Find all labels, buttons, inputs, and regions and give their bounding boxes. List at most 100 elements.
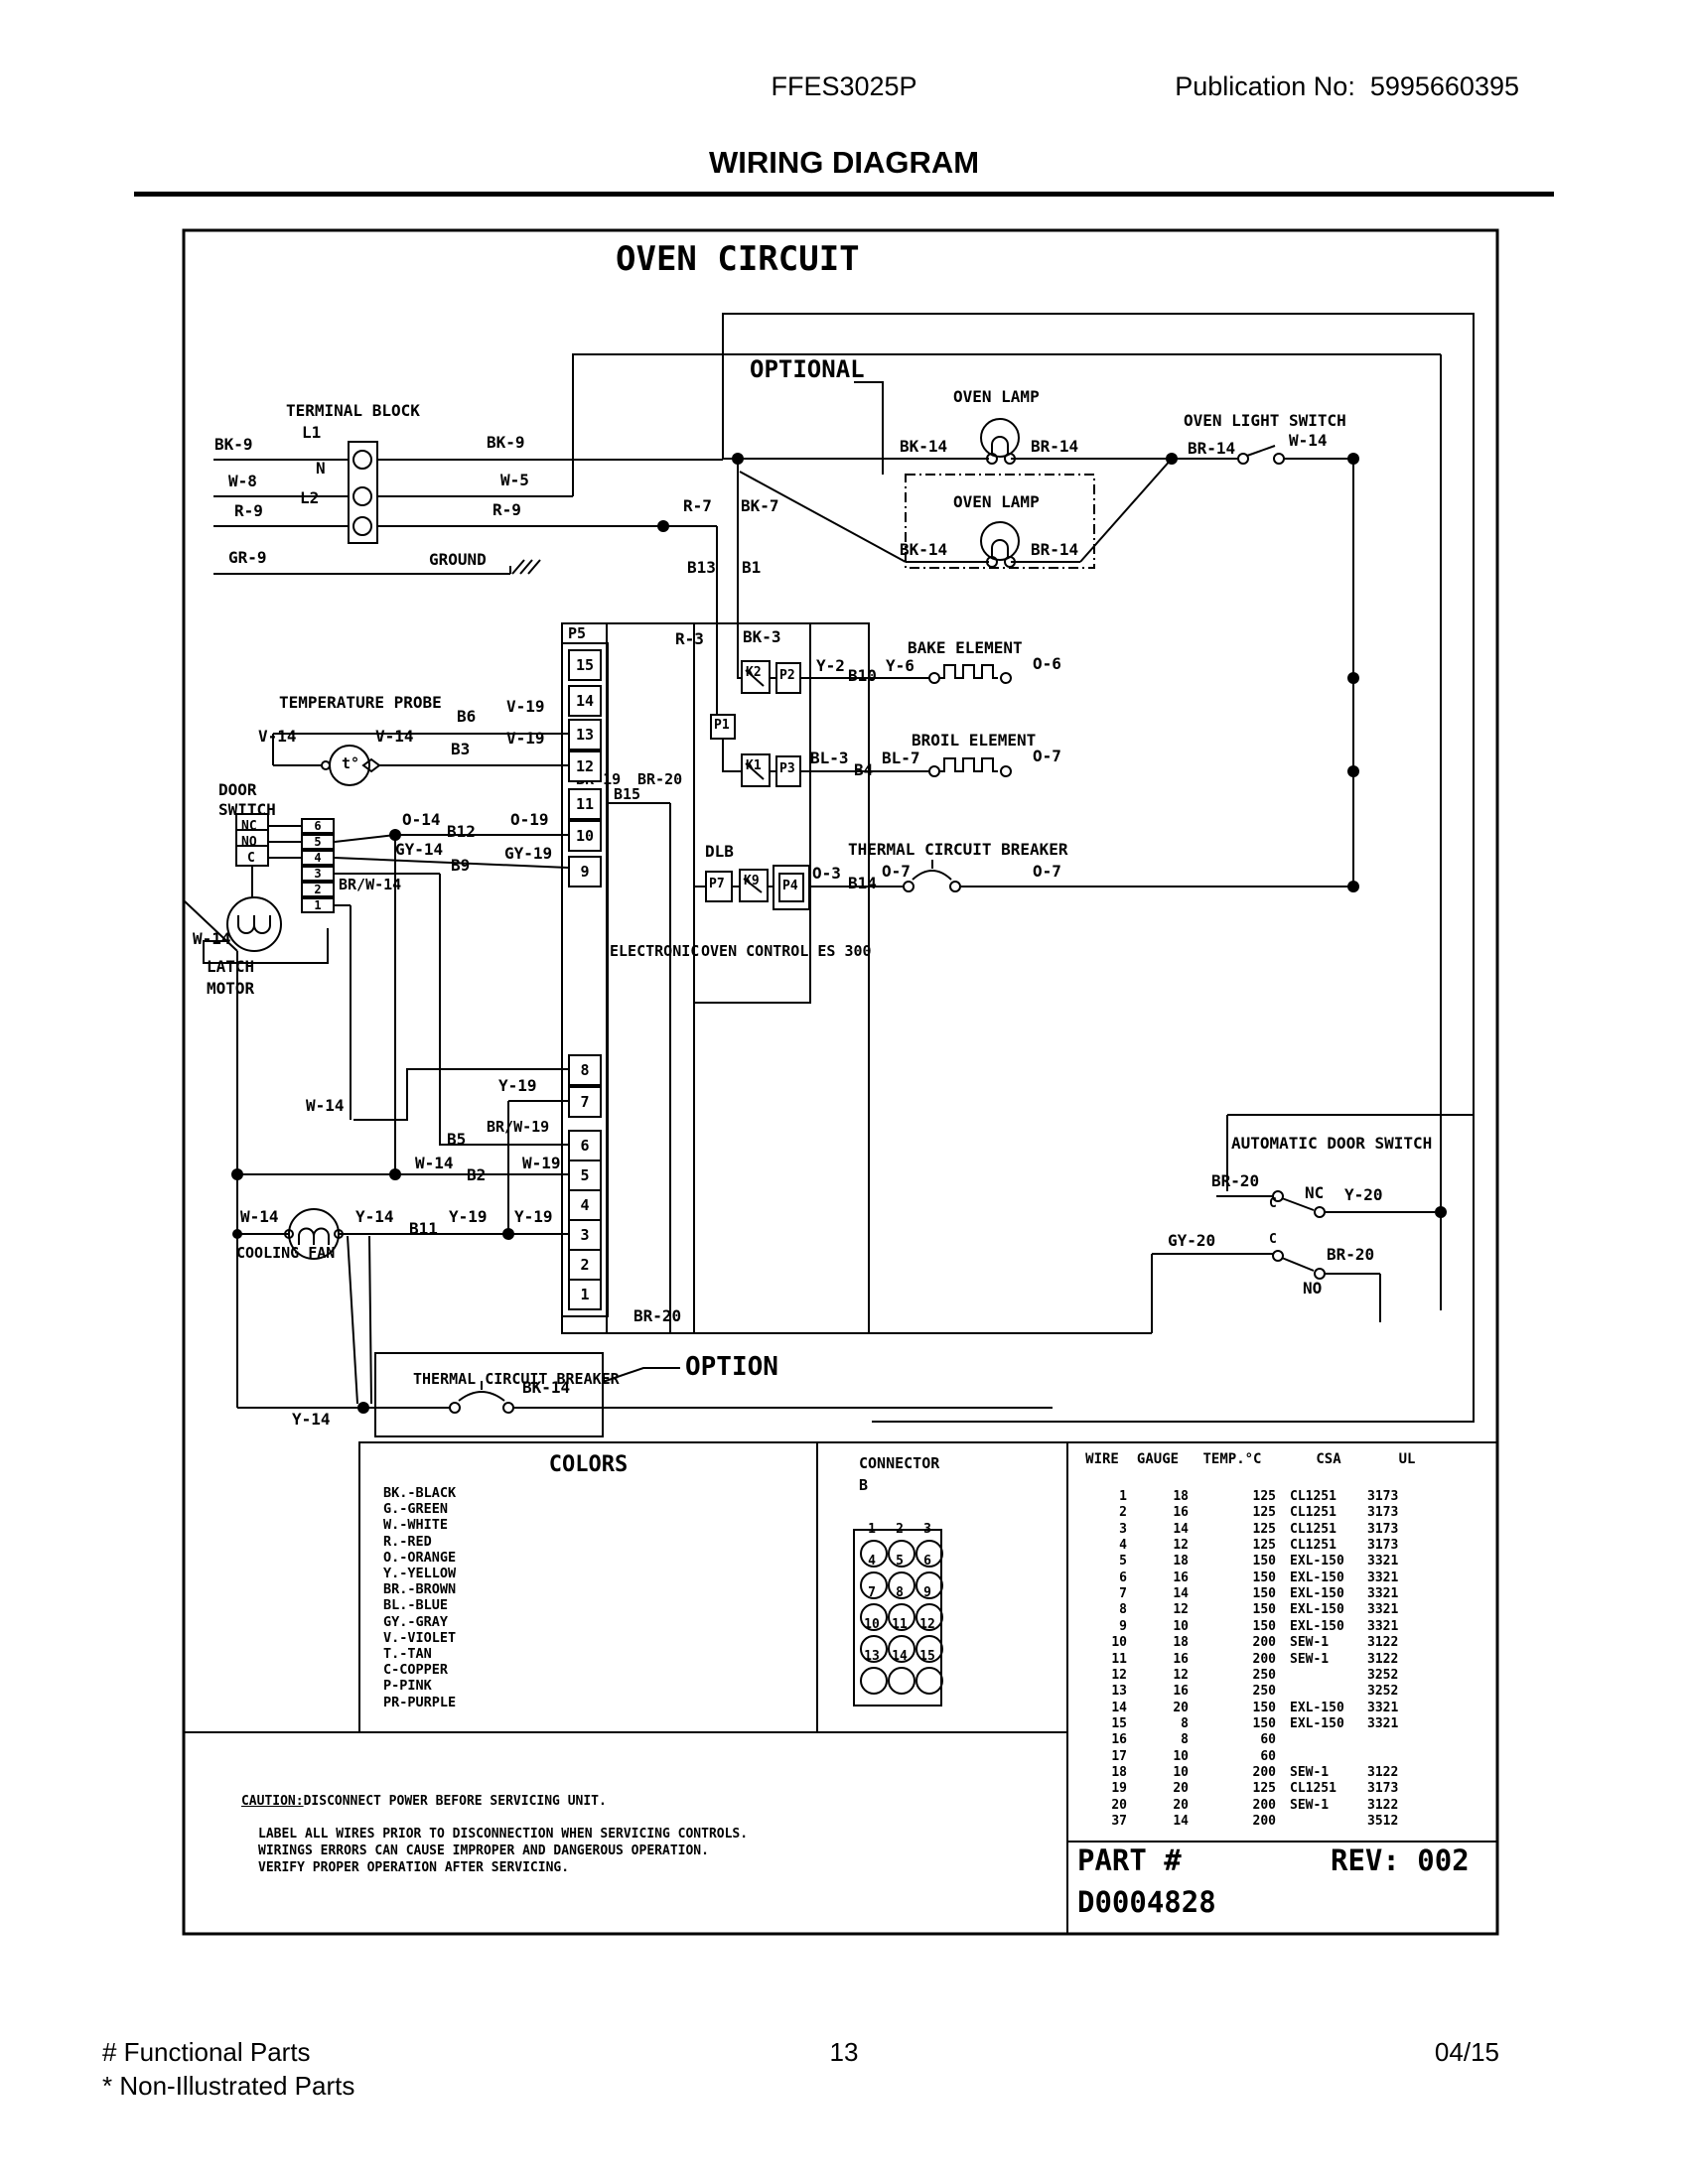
wire-table-cell: 16 — [1173, 1684, 1189, 1700]
color-code-item: BR.-BROWN — [383, 1581, 457, 1598]
wire-label: SWITCH — [218, 800, 276, 819]
connector-pin-circle — [860, 1540, 888, 1568]
wire-label: BR/W-19 — [487, 1118, 550, 1136]
wire-label: B4 — [854, 760, 874, 779]
wire-label: GR-9 — [228, 548, 267, 567]
wire-table-cell: 3173 — [1367, 1505, 1399, 1521]
wire-table-cell: 3252 — [1367, 1684, 1399, 1700]
wire-table-cell: 3173 — [1367, 1538, 1399, 1554]
color-code-item: C-COPPER — [383, 1662, 449, 1679]
wire-label: GY-20 — [1168, 1231, 1216, 1250]
wire-table-cell: 12 — [1173, 1538, 1189, 1554]
temperature-probe-icon — [321, 745, 381, 786]
wire-label: BR-14 — [1031, 540, 1079, 559]
terminal-block — [348, 441, 378, 544]
wire-label: B13 — [687, 558, 716, 577]
wire-table-cell: 150 — [1252, 1618, 1276, 1634]
eoc-pin: 10 — [568, 820, 602, 852]
wire-label: THERMAL CIRCUIT BREAKER — [848, 840, 1068, 859]
wire-table-cell: 12 — [1173, 1602, 1189, 1618]
eoc-pin: 9 — [568, 856, 602, 887]
wire-label: BR-20 — [637, 770, 683, 788]
footer-left-2: * Non-Illustrated Parts — [102, 2071, 355, 2101]
wire-label: B10 — [848, 666, 877, 685]
connector-pin-number: 10 — [864, 1617, 880, 1632]
wire-table-header-cell: GAUGE — [1136, 1451, 1180, 1467]
wire-table-header-cell: UL — [1398, 1451, 1416, 1467]
connector-panel: CONNECTOR B — [817, 1442, 1067, 1494]
wire-table-cell: CL1251 — [1290, 1505, 1336, 1521]
wire-label: BK-3 — [743, 627, 781, 646]
caution-line: CAUTION:DISCONNECT POWER BEFORE SERVICIN… — [240, 1793, 607, 1809]
wire-table-cell: EXL-150 — [1290, 1715, 1344, 1731]
eoc-pin: 11 — [568, 788, 602, 820]
wire-label: C — [1269, 1196, 1277, 1211]
wire-table-cell: 13 — [1111, 1684, 1127, 1700]
footer-page-number: 13 — [829, 2037, 859, 2067]
eoc-pin: 6 — [568, 1130, 602, 1161]
wire-table-cell: 20 — [1173, 1700, 1189, 1715]
color-code-item: V.-VIOLET — [383, 1629, 457, 1646]
part-rev: REV: 002 — [1331, 1843, 1470, 1877]
wire-label: DOOR — [218, 780, 257, 799]
wire-label: W-5 — [500, 471, 529, 489]
eoc-pin: 2 — [568, 1249, 602, 1281]
wire-table-cell: CL1251 — [1290, 1521, 1336, 1537]
door-connector-pin: 2 — [301, 882, 335, 897]
wire-label: Y-19 — [514, 1207, 553, 1226]
model-number: FFES3025P — [771, 71, 917, 101]
wire-table-cell: 7 — [1119, 1586, 1127, 1602]
wire-table-cell: 125 — [1252, 1521, 1276, 1537]
wire-table-cell: 37 — [1111, 1814, 1127, 1829]
connector-pin-circle — [888, 1603, 915, 1631]
wire-table-cell: 11 — [1111, 1651, 1127, 1667]
wire-table-cell: 18 — [1173, 1554, 1189, 1570]
wire-label: R-3 — [675, 629, 704, 648]
wire-table-cell: 3321 — [1367, 1618, 1399, 1634]
ground-icon — [509, 559, 541, 575]
wire-table-cell: 10 — [1173, 1618, 1189, 1634]
wire-label: BROIL ELEMENT — [912, 731, 1037, 750]
caution-line: WIRINGS ERRORS CAN CAUSE IMPROPER AND DA… — [258, 1843, 709, 1859]
wire-label: NC — [1305, 1183, 1325, 1202]
wire-table-cell: EXL-150 — [1290, 1570, 1344, 1585]
wire-table-cell: 3173 — [1367, 1521, 1399, 1537]
wire-table-cell: 150 — [1252, 1570, 1276, 1585]
wire-label: B11 — [409, 1219, 438, 1238]
wire-table-cell: 9 — [1119, 1618, 1127, 1634]
wire-label: OVEN CIRCUIT — [616, 239, 860, 279]
relay-boxes — [705, 660, 810, 910]
eoc-pin: 1 — [568, 1279, 602, 1310]
wire-table-cell: 3321 — [1367, 1602, 1399, 1618]
connector-pin-circle — [888, 1635, 915, 1663]
eoc-pin: 3 — [568, 1219, 602, 1251]
color-code-item: R.-RED — [383, 1533, 432, 1550]
wire-label: R-9 — [492, 500, 521, 519]
wire-label: Y-2 — [816, 656, 845, 675]
connector-pin-circle — [860, 1667, 888, 1695]
heater-coil-icon — [928, 664, 1012, 777]
wire-table-cell: 20 — [1173, 1781, 1189, 1797]
wire-table-cell: 3173 — [1367, 1781, 1399, 1797]
connector-pin-circle — [888, 1667, 915, 1695]
connector-pin-circle — [915, 1540, 943, 1568]
wire-label: O-7 — [1033, 747, 1061, 765]
connector-pin-circle — [860, 1603, 888, 1631]
wire-label: Y-19 — [498, 1076, 537, 1095]
wire-table-cell: 125 — [1252, 1505, 1276, 1521]
wire-label: W-14 — [193, 929, 231, 948]
wire-table-cell: 200 — [1252, 1797, 1276, 1813]
wire-label: P5 — [568, 624, 587, 642]
wire-table-cell: 18 — [1173, 1489, 1189, 1504]
thermal-breaker-icon — [449, 860, 961, 1414]
wire-label: BR-14 — [1031, 437, 1079, 456]
